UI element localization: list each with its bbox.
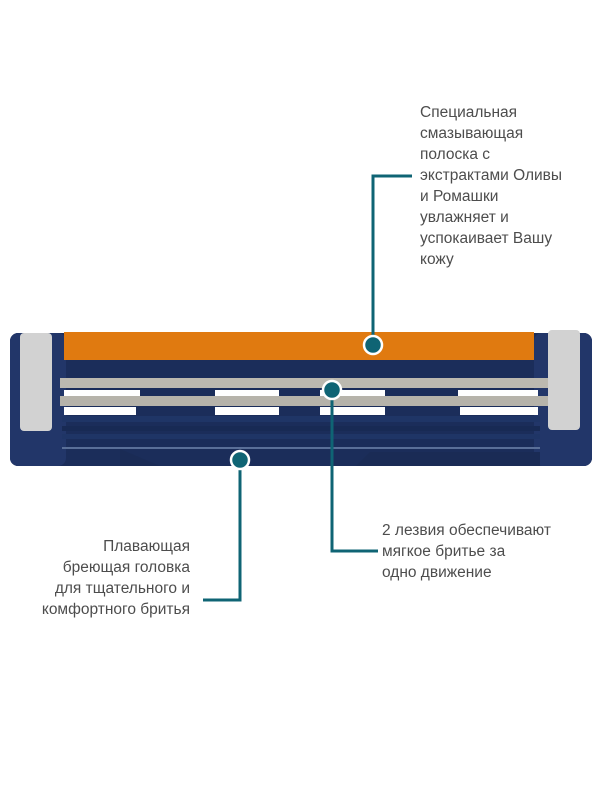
callout-line: кожу — [420, 251, 454, 268]
marker-lubricating-strip — [362, 334, 384, 356]
callout-lubricating-strip: Специальная смазывающая полоска с экстра… — [420, 102, 562, 270]
right-end-cap — [548, 330, 580, 430]
callout-line: бреющая головка — [62, 559, 190, 576]
callout-line: одно движение — [382, 564, 492, 581]
leader-lines — [203, 174, 412, 602]
callout-line: для тщательного и — [54, 580, 190, 597]
blade-1 — [60, 378, 548, 388]
callout-floating-head: Плавающая бреющая головка для тщательног… — [42, 536, 190, 620]
callout-line: полоска с — [420, 146, 491, 163]
callout-line: Специальная — [420, 104, 518, 121]
marker-floating-head — [229, 449, 251, 471]
callout-line: смазывающая — [420, 125, 524, 142]
callout-line: мягкое бритье за — [382, 543, 506, 560]
left-end-cap — [20, 333, 52, 431]
callout-line: Плавающая — [103, 538, 190, 555]
callout-line: и Ромашки — [420, 188, 499, 205]
callout-two-blades: 2 лезвия обеспечивают мягкое бритье за о… — [382, 520, 551, 583]
callout-line: успокаивает Вашу — [420, 230, 553, 247]
callout-line: 2 лезвия обеспечивают — [382, 522, 551, 539]
callout-line: увлажняет и — [420, 209, 509, 226]
blade-2 — [60, 396, 548, 406]
callout-line: экстрактами Оливы — [420, 167, 563, 184]
lubricating-strip — [64, 332, 534, 360]
callout-line: комфортного бритья — [41, 601, 190, 618]
marker-blades — [321, 379, 343, 401]
